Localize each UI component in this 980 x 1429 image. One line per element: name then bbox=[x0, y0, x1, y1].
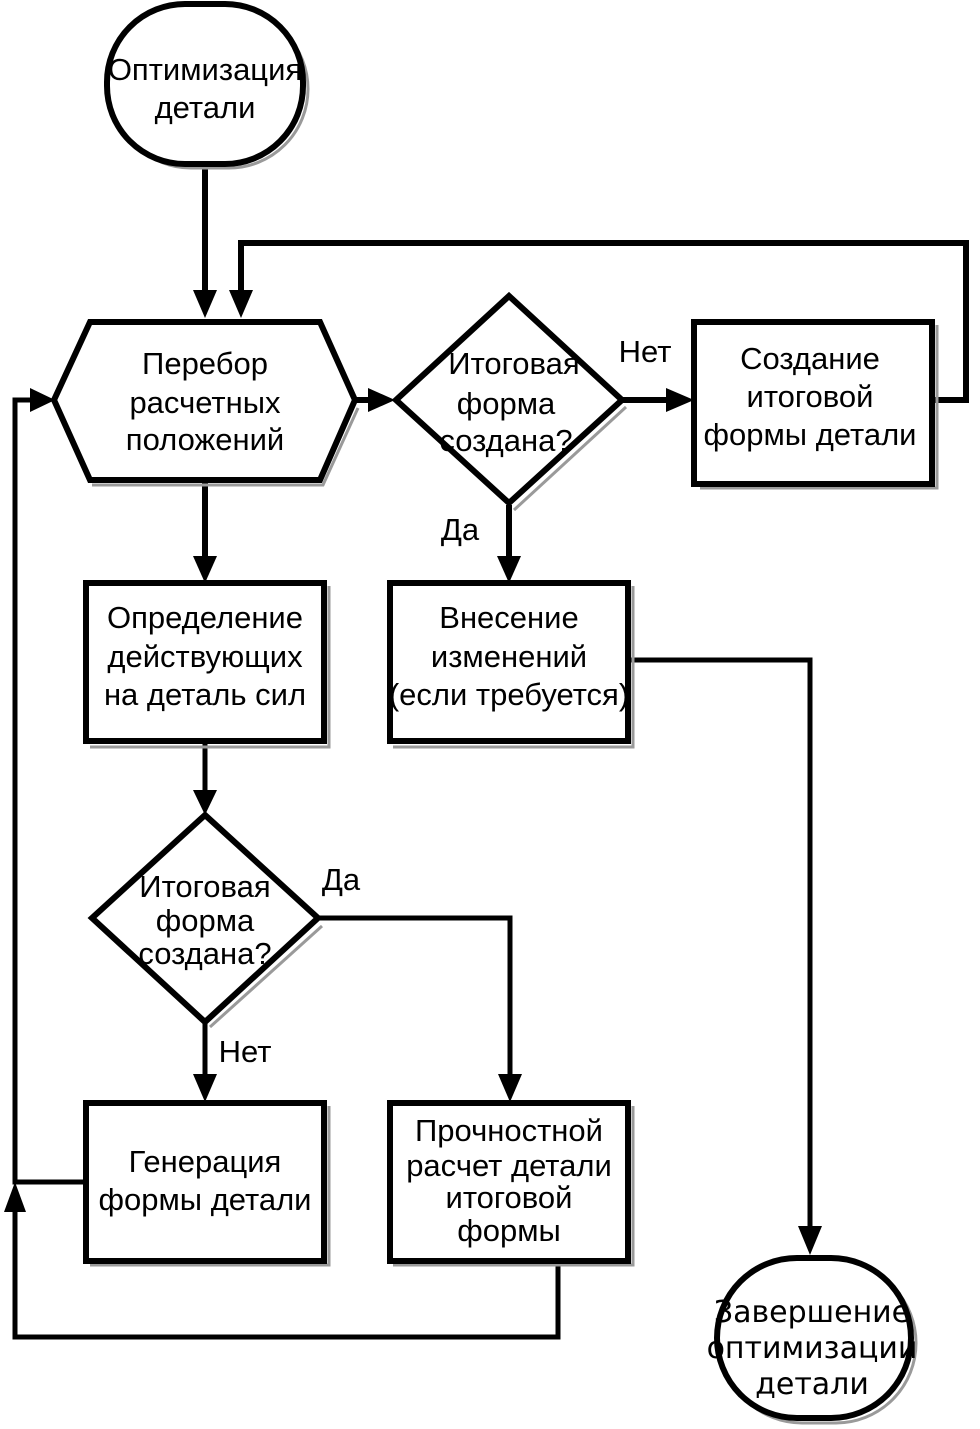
node-text: формы детали bbox=[704, 417, 917, 452]
node-text: Итоговая bbox=[139, 869, 270, 904]
edge-label-top-yes: Да bbox=[441, 512, 480, 547]
arrow-head bbox=[4, 1182, 26, 1212]
arrow-head bbox=[798, 1226, 822, 1255]
node-text: оптимизации bbox=[707, 1331, 918, 1366]
node-text: Прочностной bbox=[415, 1113, 603, 1148]
node-text: расчетных bbox=[129, 385, 281, 420]
arrow-head bbox=[193, 556, 217, 583]
node-determine-forces: Определение действующих на деталь сил bbox=[83, 580, 331, 749]
node-start: Оптимизация детали bbox=[104, 1, 310, 170]
edge-strength-to-loop bbox=[12, 1200, 561, 1340]
edge-label-bottom-no: Нет bbox=[219, 1034, 272, 1069]
node-text: создана? bbox=[439, 423, 572, 458]
arrow-head bbox=[498, 1074, 522, 1102]
node-text: изменений bbox=[431, 639, 587, 674]
node-text: (если требуется) bbox=[389, 677, 629, 712]
node-create-final: Создание итоговой формы детали bbox=[691, 319, 939, 490]
node-text: детали bbox=[155, 90, 256, 125]
connectors bbox=[4, 168, 969, 1340]
node-text: расчет детали bbox=[406, 1148, 612, 1183]
terminator-shape bbox=[104, 1, 306, 167]
node-generate-shape: Генерация формы детали bbox=[83, 1100, 331, 1267]
process-box-shape bbox=[387, 580, 631, 744]
arrow-head bbox=[30, 388, 55, 412]
node-text: Завершение bbox=[714, 1295, 910, 1330]
node-text: Создание bbox=[740, 341, 880, 376]
node-text: Внесение bbox=[439, 600, 578, 635]
edge-apply-to-end bbox=[628, 657, 813, 1235]
node-text: Генерация bbox=[129, 1144, 282, 1179]
edge-label-top-no: Нет bbox=[619, 334, 672, 369]
node-text: Перебор bbox=[142, 346, 268, 381]
node-text: на деталь сил bbox=[104, 677, 306, 712]
decision-diamond-shape bbox=[391, 291, 627, 508]
node-text: формы bbox=[457, 1213, 561, 1248]
node-strength-calc: Прочностной расчет детали итоговой формы bbox=[387, 1100, 635, 1267]
node-decision-top: Итоговая форма создана? bbox=[391, 291, 628, 512]
process-box-shape bbox=[691, 319, 935, 487]
process-box-shape bbox=[83, 1100, 327, 1264]
node-text: итоговой bbox=[747, 379, 874, 414]
arrow-head bbox=[666, 388, 694, 412]
edge-label-bottom-yes: Да bbox=[322, 862, 361, 897]
node-text: Итоговая bbox=[448, 346, 579, 381]
node-end: Завершение оптимизации детали bbox=[707, 1255, 918, 1425]
node-text: положений bbox=[126, 422, 284, 457]
arrow-head bbox=[497, 556, 521, 583]
process-box-shape bbox=[83, 580, 327, 744]
node-text: формы детали bbox=[99, 1182, 312, 1217]
node-text: Определение bbox=[107, 600, 303, 635]
node-text: форма bbox=[457, 386, 556, 421]
edge-generate-to-loop bbox=[12, 397, 86, 1185]
loop-hexagon-shape bbox=[50, 319, 359, 483]
arrow-head bbox=[368, 388, 395, 412]
node-loop: Перебор расчетных положений bbox=[50, 319, 360, 487]
node-text: детали bbox=[755, 1367, 869, 1402]
node-text: создана? bbox=[138, 936, 271, 971]
node-text: действующих bbox=[107, 639, 303, 674]
edge-decision-bottom-yes bbox=[318, 915, 513, 1085]
arrow-head bbox=[229, 290, 253, 318]
node-decision-bottom: Итоговая форма создана? bbox=[87, 810, 324, 1029]
node-text: Оптимизация bbox=[108, 52, 302, 87]
arrow-head bbox=[193, 790, 217, 815]
node-text: итоговой bbox=[446, 1180, 573, 1215]
terminator-shape bbox=[714, 1255, 914, 1421]
arrow-head bbox=[193, 290, 217, 318]
edge-create-final-to-loop bbox=[238, 240, 969, 403]
process-box-shape bbox=[387, 1100, 631, 1264]
decision-diamond-shape bbox=[87, 810, 323, 1027]
arrow-head bbox=[193, 1074, 217, 1102]
node-apply-changes: Внесение изменений (если требуется) bbox=[387, 580, 635, 749]
node-text: форма bbox=[156, 903, 255, 938]
